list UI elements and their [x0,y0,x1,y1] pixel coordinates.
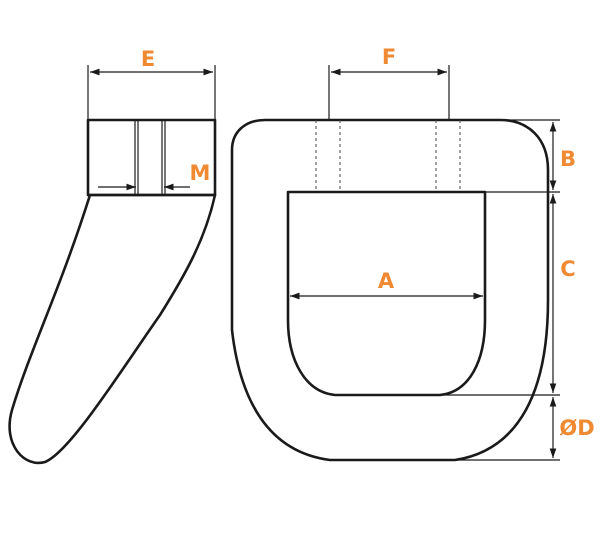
side-view [8,65,217,465]
front-view [230,65,560,462]
label-e: E [141,47,155,71]
label-a: A [378,269,395,293]
side-view-block [86,118,217,197]
label-m: M [190,161,211,185]
front-view-inner-opening [286,190,487,397]
front-view-outer-ring [230,118,550,462]
label-d: ØD [559,416,594,440]
label-b: B [560,147,576,171]
label-f: F [382,45,396,69]
label-c: C [560,257,575,281]
side-view-tail [8,193,217,465]
